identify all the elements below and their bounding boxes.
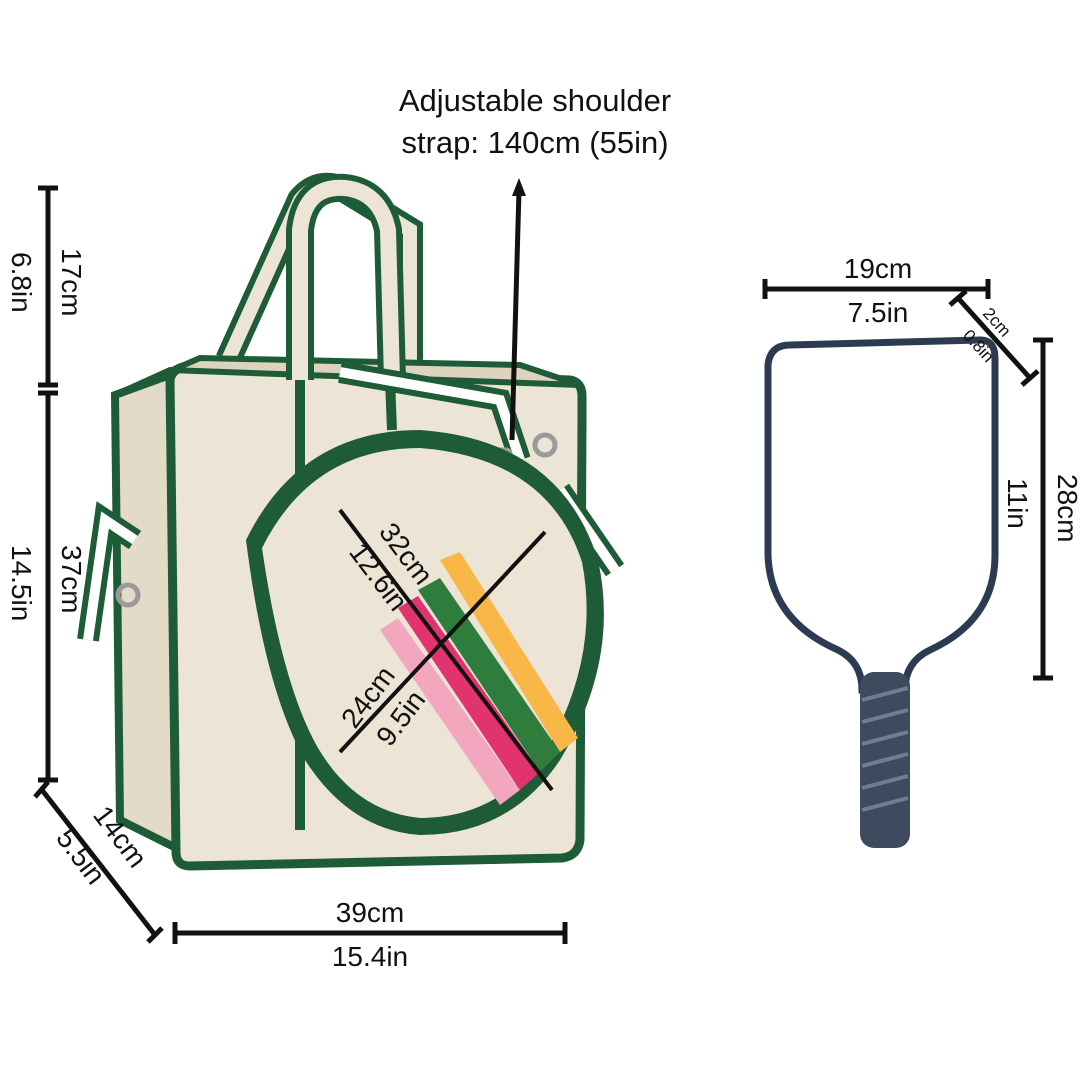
cover-length-line <box>338 508 554 792</box>
strap-callout: Adjustable shoulder strap: 140cm (55in) <box>360 80 710 164</box>
cover-stripes <box>380 552 578 805</box>
bag-body-height-cm: 37cm <box>56 545 87 613</box>
dimension-lines <box>33 185 1053 944</box>
paddle-width-in: 7.5in <box>848 297 909 328</box>
bag-handle-height-cm: 17cm <box>56 248 87 316</box>
bag-width-in: 15.4in <box>332 941 408 972</box>
paddle-edge-cm: 2cm <box>979 304 1015 341</box>
paddle-face <box>764 336 999 694</box>
paddle-width-cm: 19cm <box>844 253 912 284</box>
cover-width-line <box>338 530 547 754</box>
pickleball-paddle <box>764 336 999 848</box>
clip-icon <box>532 432 558 458</box>
strap-callout-line1: Adjustable shoulder <box>398 83 672 118</box>
arrow-head-icon <box>512 178 526 196</box>
bag-handle-height-in: 6.8in <box>6 252 37 313</box>
strap-callout-line2: strap: 140cm (55in) <box>401 125 669 160</box>
paddle-total-length-cm: 28cm <box>1052 474 1080 542</box>
bag-width-cm: 39cm <box>336 897 404 928</box>
clip-icon <box>115 582 141 608</box>
paddle-cover <box>246 430 604 835</box>
paddle-face-height-in: 11in <box>1002 478 1033 529</box>
bag-body-height-in: 14.5in <box>6 545 37 621</box>
